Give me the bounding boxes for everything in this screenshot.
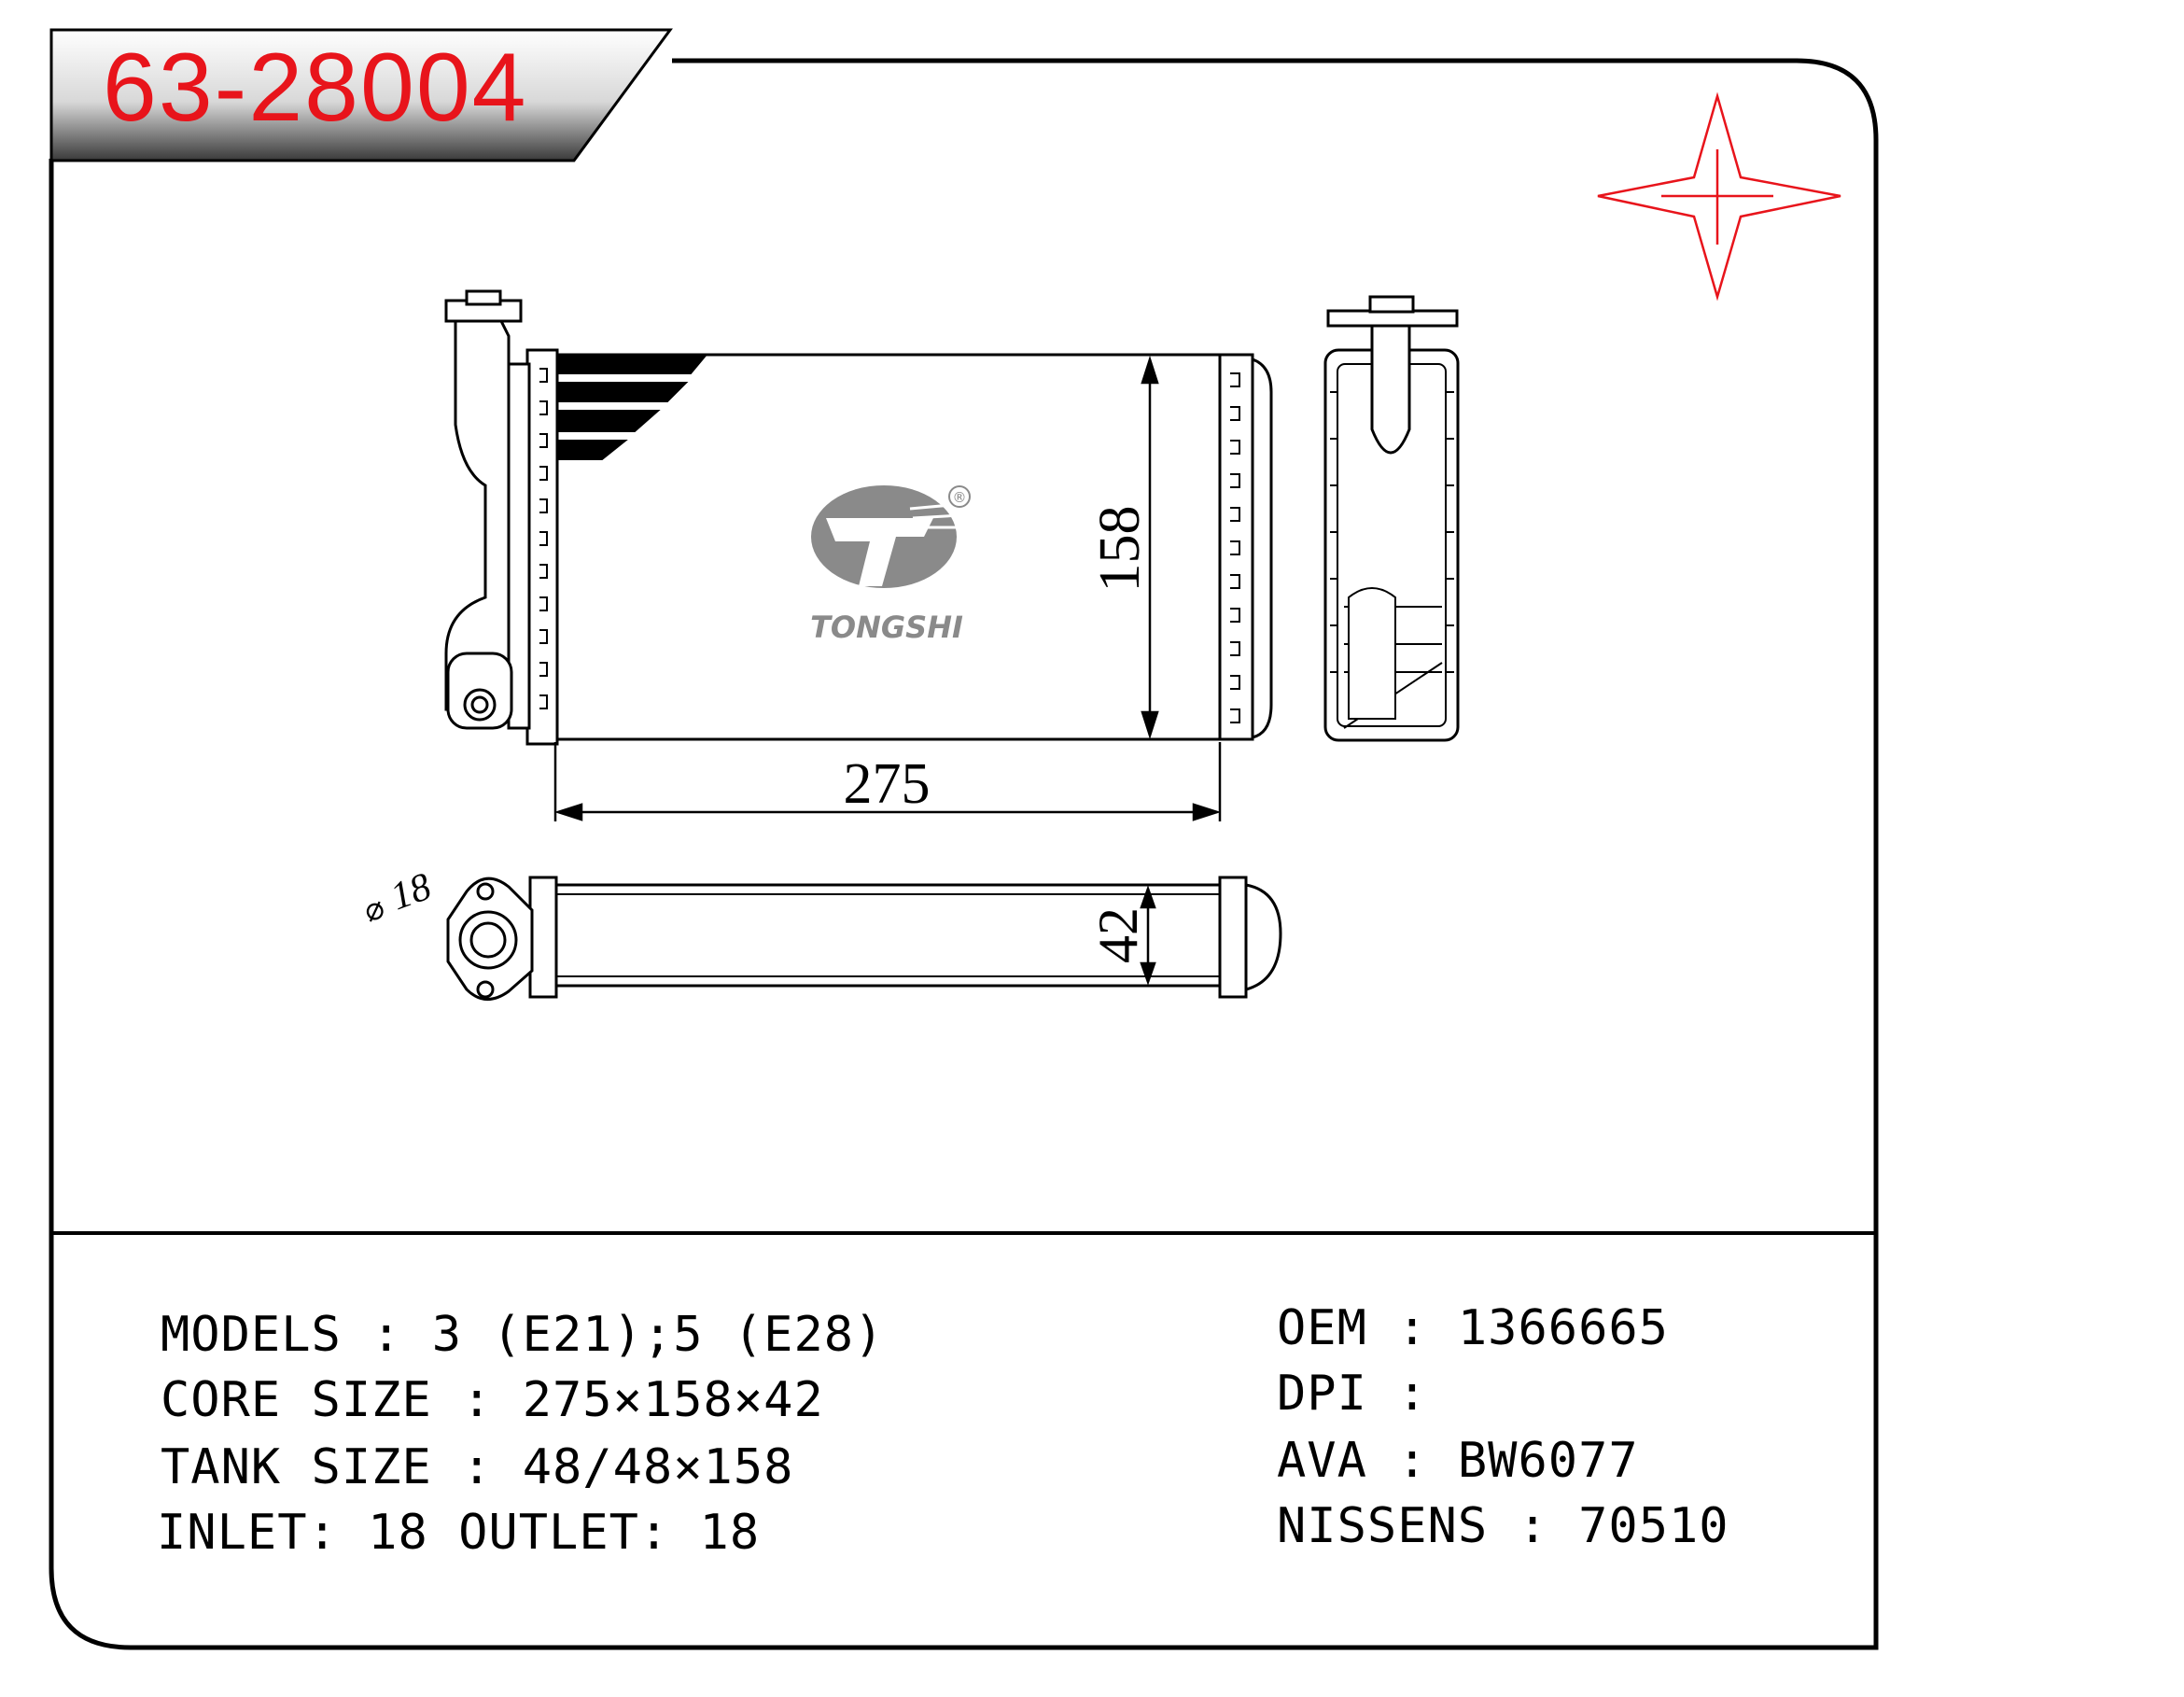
left-tank: [525, 348, 559, 746]
width-dimension-label: 275: [844, 752, 931, 816]
left-tank-teeth: [539, 368, 548, 709]
compass-star-icon: [1597, 91, 1841, 302]
height-dimension-label: 158: [1088, 506, 1152, 593]
spec-inlet-outlet: INLET: 18 OUTLET: 18: [157, 1505, 761, 1561]
logo-text: TONGSHI: [810, 610, 963, 645]
depth-dimension: [1140, 885, 1156, 986]
right-tank: [1218, 353, 1254, 741]
part-number-banner: [49, 28, 673, 162]
spec-models: MODELS : 3 (E21);5 (E28): [161, 1307, 885, 1363]
depth-dimension-label: 42: [1087, 907, 1149, 963]
registered-mark: ®: [953, 489, 967, 506]
width-dimension: [553, 742, 1222, 821]
outlet-fitting: [446, 652, 513, 730]
spec-tank-size: TANK SIZE : 48/48×158: [161, 1439, 794, 1495]
side-view: [1323, 295, 1460, 742]
part-number-title: 63-28004: [103, 34, 528, 142]
height-dimension: [1141, 355, 1159, 740]
top-view: [446, 876, 1282, 1001]
spec-ava: AVA : BW6077: [1277, 1433, 1639, 1489]
spec-dpi: DPI :: [1277, 1366, 1458, 1422]
outer-frame: [49, 58, 1879, 1650]
spec-core-size: CORE SIZE : 275×158×42: [161, 1372, 824, 1428]
pipe-diameter-label: 18: [385, 865, 437, 919]
inlet-pipe: [444, 316, 511, 711]
fins: [556, 356, 707, 460]
spec-nissens: NISSENS : 70510: [1277, 1498, 1729, 1554]
tongshi-logo: ® TONGSHI: [810, 485, 971, 645]
spec-oem: OEM : 1366665: [1277, 1300, 1669, 1356]
front-view: [444, 289, 1273, 746]
pipe-diameter-symbol: ⌀: [358, 889, 389, 931]
